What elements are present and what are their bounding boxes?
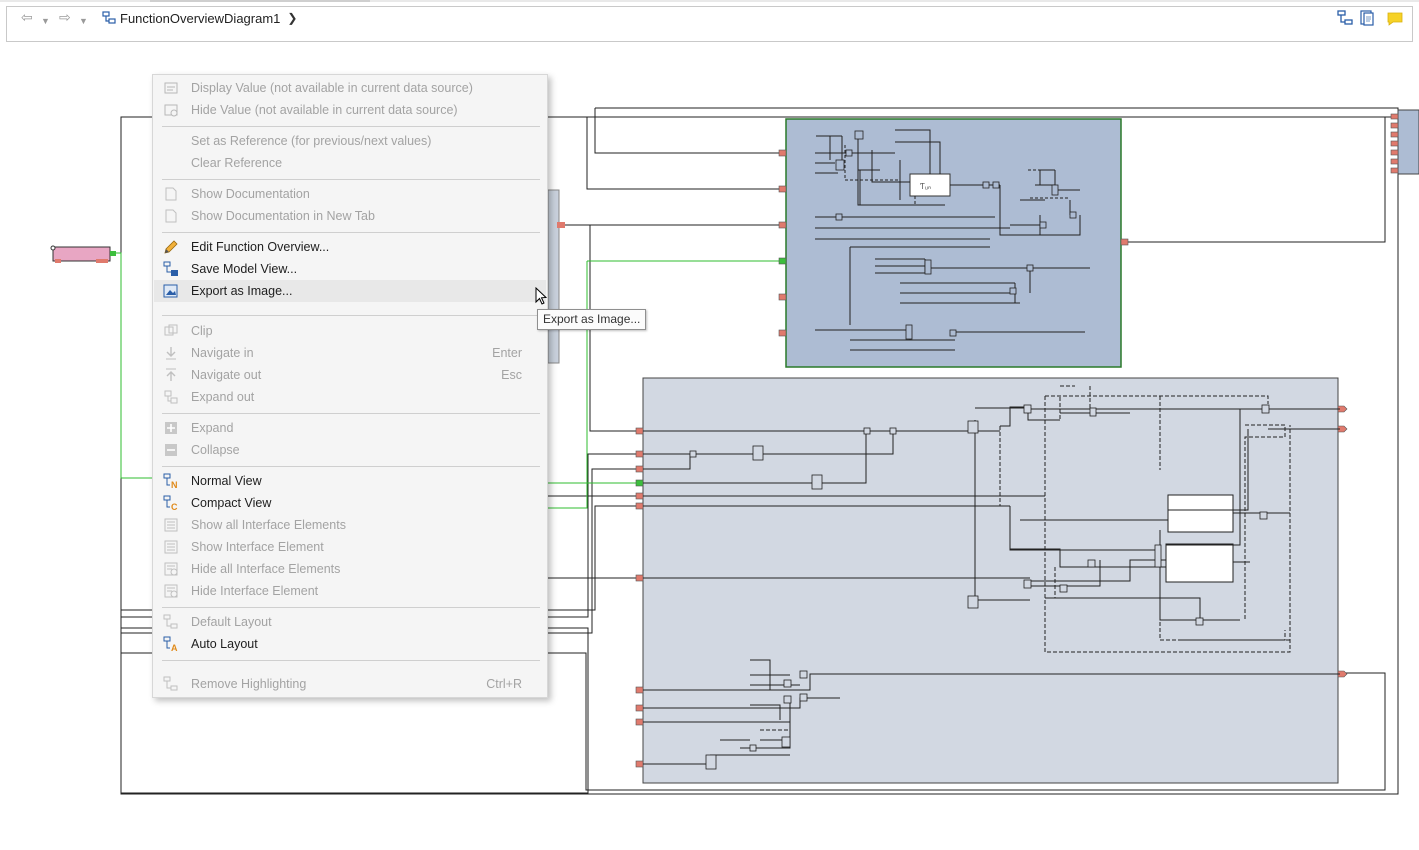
menu-separator bbox=[162, 315, 540, 316]
menu-item-display-value[interactable]: Display Value (not available in current … bbox=[154, 77, 546, 99]
menu-item-clip[interactable]: Clip bbox=[154, 320, 546, 342]
menu-item-edit-function-overview[interactable]: Edit Function Overview... bbox=[154, 236, 546, 258]
hide-value-icon bbox=[164, 104, 178, 117]
tooltip: Export as Image... bbox=[537, 309, 647, 330]
list-icon bbox=[164, 518, 178, 532]
documentation-icon[interactable] bbox=[1358, 9, 1376, 27]
svg-text:N: N bbox=[171, 480, 178, 489]
back-dropdown-icon[interactable]: ▼ bbox=[41, 16, 50, 26]
menu-item-show-documentation[interactable]: Show Documentation bbox=[154, 183, 546, 205]
navigate-in-icon bbox=[166, 347, 176, 360]
menu-item-remove-highlighting[interactable]: Remove Highlighting Ctrl+R bbox=[154, 673, 546, 695]
menu-separator bbox=[162, 232, 540, 233]
pink-block[interactable] bbox=[52, 246, 111, 262]
hide-list-icon bbox=[164, 584, 178, 598]
svg-text:C: C bbox=[171, 502, 178, 511]
menu-separator bbox=[162, 660, 540, 661]
menu-item-auto-layout[interactable]: A Auto Layout bbox=[154, 633, 546, 655]
menu-item-save-model-view[interactable]: Save Model View... bbox=[154, 258, 546, 280]
collapsed-block[interactable] bbox=[547, 189, 560, 364]
menu-separator bbox=[162, 607, 540, 608]
auto-layout-icon: A bbox=[163, 636, 178, 652]
document-icon bbox=[165, 187, 177, 201]
forward-dropdown-icon[interactable]: ▼ bbox=[79, 16, 88, 26]
breadcrumb-label: FunctionOverviewDiagram1 bbox=[120, 10, 281, 26]
menu-separator bbox=[162, 126, 540, 127]
save-model-view-icon bbox=[163, 261, 178, 276]
pencil-icon bbox=[164, 240, 178, 254]
navigate-out-icon bbox=[166, 368, 176, 381]
menu-separator bbox=[162, 179, 540, 180]
list-icon bbox=[164, 540, 178, 554]
compact-view-icon: C bbox=[163, 495, 178, 511]
chevron-right-icon[interactable]: ❯ bbox=[287, 11, 298, 25]
plus-icon bbox=[165, 422, 177, 434]
menu-item-export-as-image[interactable]: Export as Image... bbox=[154, 280, 546, 302]
back-arrow-icon[interactable]: ⇦ bbox=[21, 9, 33, 25]
menu-item-collapse[interactable]: Collapse bbox=[154, 439, 546, 461]
menu-item-show-all-interface-elements[interactable]: Show all Interface Elements bbox=[154, 514, 546, 536]
normal-view-icon: N bbox=[163, 473, 178, 489]
default-layout-icon bbox=[163, 614, 178, 629]
menu-item-show-documentation-new-tab[interactable]: Show Documentation in New Tab bbox=[154, 205, 546, 227]
menu-item-clear-reference[interactable]: Clear Reference bbox=[191, 156, 283, 170]
menu-item-hide-all-interface-elements[interactable]: Hide all Interface Elements bbox=[154, 558, 546, 580]
clip-icon bbox=[164, 324, 178, 336]
menu-item-navigate-out[interactable]: Navigate out Esc bbox=[154, 364, 546, 386]
mouse-cursor-icon bbox=[535, 287, 547, 305]
context-menu: Display Value (not available in current … bbox=[152, 74, 548, 698]
menu-item-navigate-in[interactable]: Navigate in Enter bbox=[154, 342, 546, 364]
active-tab-indicator bbox=[150, 0, 370, 2]
diagram-icon bbox=[102, 11, 116, 24]
tab-strip bbox=[0, 0, 1419, 2]
menu-separator bbox=[162, 413, 540, 414]
diagram-canvas[interactable]: Ƭᵤₙ bbox=[0, 44, 1419, 850]
menu-item-hide-value[interactable]: Hide Value (not available in current dat… bbox=[154, 99, 546, 121]
expand-out-icon bbox=[164, 390, 178, 404]
menu-item-default-layout[interactable]: Default Layout bbox=[154, 611, 546, 633]
menu-item-expand[interactable]: Expand bbox=[154, 417, 546, 439]
forward-arrow-icon[interactable]: ⇨ bbox=[59, 9, 71, 25]
menu-separator bbox=[162, 466, 540, 467]
note-icon[interactable] bbox=[1386, 9, 1404, 27]
svg-text:A: A bbox=[171, 643, 178, 652]
remove-highlight-icon bbox=[163, 676, 178, 691]
menu-item-hide-interface-element[interactable]: Hide Interface Element bbox=[154, 580, 546, 602]
menu-item-set-reference[interactable]: Set as Reference (for previous/next valu… bbox=[191, 134, 432, 148]
menu-item-compact-view[interactable]: C Compact View bbox=[154, 492, 546, 514]
model-view-icon[interactable] bbox=[1336, 9, 1354, 27]
hide-list-icon bbox=[164, 562, 178, 576]
minus-icon bbox=[165, 444, 177, 456]
menu-item-expand-out[interactable]: Expand out bbox=[154, 386, 546, 408]
display-value-icon bbox=[164, 82, 178, 94]
document-icon bbox=[165, 209, 177, 223]
breadcrumb-bar bbox=[6, 6, 1413, 42]
menu-item-normal-view[interactable]: N Normal View bbox=[154, 470, 546, 492]
svg-text:Ƭᵤₙ: Ƭᵤₙ bbox=[920, 182, 931, 191]
function-block-right[interactable] bbox=[1397, 109, 1419, 175]
menu-item-show-interface-element[interactable]: Show Interface Element bbox=[154, 536, 546, 558]
breadcrumb[interactable]: FunctionOverviewDiagram1 ❯ bbox=[102, 9, 297, 27]
export-image-icon bbox=[163, 284, 178, 298]
